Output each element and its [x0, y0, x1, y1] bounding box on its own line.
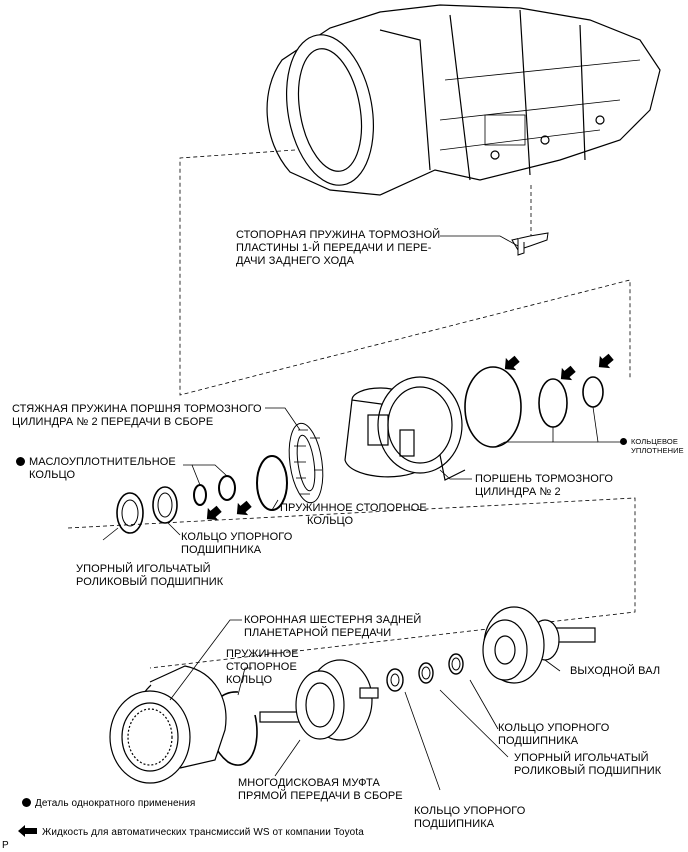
direct-clutch-drawing	[259, 659, 379, 741]
return-spring-drawing	[288, 422, 324, 504]
label-oil-seal: МАСЛОУПЛОТНИТЕЛЬНОЕ КОЛЬЦО	[16, 456, 176, 482]
fluid-arrow-icons	[206, 353, 614, 521]
brake-drum-drawing	[344, 376, 466, 481]
snap-ring-plate-drawing	[511, 232, 549, 256]
non-reusable-dot-icon	[16, 457, 25, 466]
figure-code: P	[2, 840, 9, 851]
dashed-guide-lines	[67, 149, 636, 669]
label-o-ring: КОЛЬЦЕВОЕ УПЛОТНЕНИЕ	[620, 437, 684, 455]
transmission-case-drawing	[266, 4, 661, 196]
non-reusable-dot-icon	[620, 438, 627, 445]
label-output-shaft: ВЫХОДНОЙ ВАЛ	[570, 665, 661, 677]
leader-lines	[102, 235, 625, 791]
legend-fluid: Жидкость для автоматических трансмиссий …	[18, 825, 364, 839]
non-reusable-dot-icon	[22, 798, 31, 807]
output-shaft-drawing	[482, 606, 596, 684]
legend-non-reusable: Деталь однократного применения	[22, 797, 195, 810]
ring-gear-drawing	[109, 665, 227, 784]
fluid-arrow-icon	[18, 825, 37, 837]
